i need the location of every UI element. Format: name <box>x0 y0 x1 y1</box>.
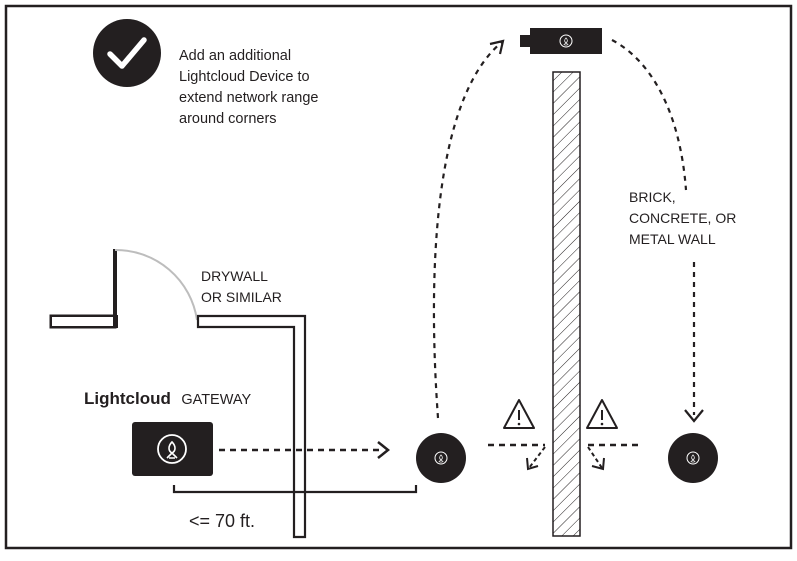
signal-arc-down <box>611 39 704 423</box>
warning-triangle-icon <box>586 399 618 429</box>
lightcloud-device-1 <box>416 433 466 483</box>
solid-wall <box>552 71 581 537</box>
room-walls <box>49 248 307 539</box>
drywall-label-line: DRYWALL <box>201 268 268 284</box>
outer-frame <box>4 4 793 550</box>
drywall-label-line: OR SIMILAR <box>201 289 282 305</box>
drywall-label: DRYWALL OR SIMILAR <box>201 268 282 305</box>
checkmark-icon <box>93 19 161 87</box>
distance-label: <= 70 ft. <box>189 511 255 531</box>
caption-line: Lightcloud Device to <box>179 69 310 85</box>
additional-lightcloud-device <box>520 28 602 54</box>
hard-wall-label-line: METAL WALL <box>629 231 716 247</box>
distance-bracket <box>172 485 418 494</box>
gateway-device <box>132 422 213 476</box>
caption: Add an additional Lightcloud Device to e… <box>179 48 318 127</box>
caption-line: Add an additional <box>179 48 291 64</box>
gateway-brand: Lightcloud <box>84 389 171 408</box>
caption-line: extend network range <box>179 90 318 106</box>
hard-wall-label: BRICK, CONCRETE, OR METAL WALL <box>629 189 736 247</box>
gateway-label: Lightcloud GATEWAY <box>84 389 251 408</box>
lightcloud-device-2 <box>668 433 718 483</box>
caption-line: around corners <box>179 111 277 127</box>
hard-wall-label-line: BRICK, <box>629 189 676 205</box>
hard-wall-label-line: CONCRETE, OR <box>629 210 736 226</box>
signal-arrow-gateway <box>219 441 391 459</box>
warning-triangle-icon <box>503 399 535 429</box>
gateway-type: GATEWAY <box>181 392 251 408</box>
blocked-signal <box>488 443 642 471</box>
signal-arc-up <box>432 39 505 419</box>
